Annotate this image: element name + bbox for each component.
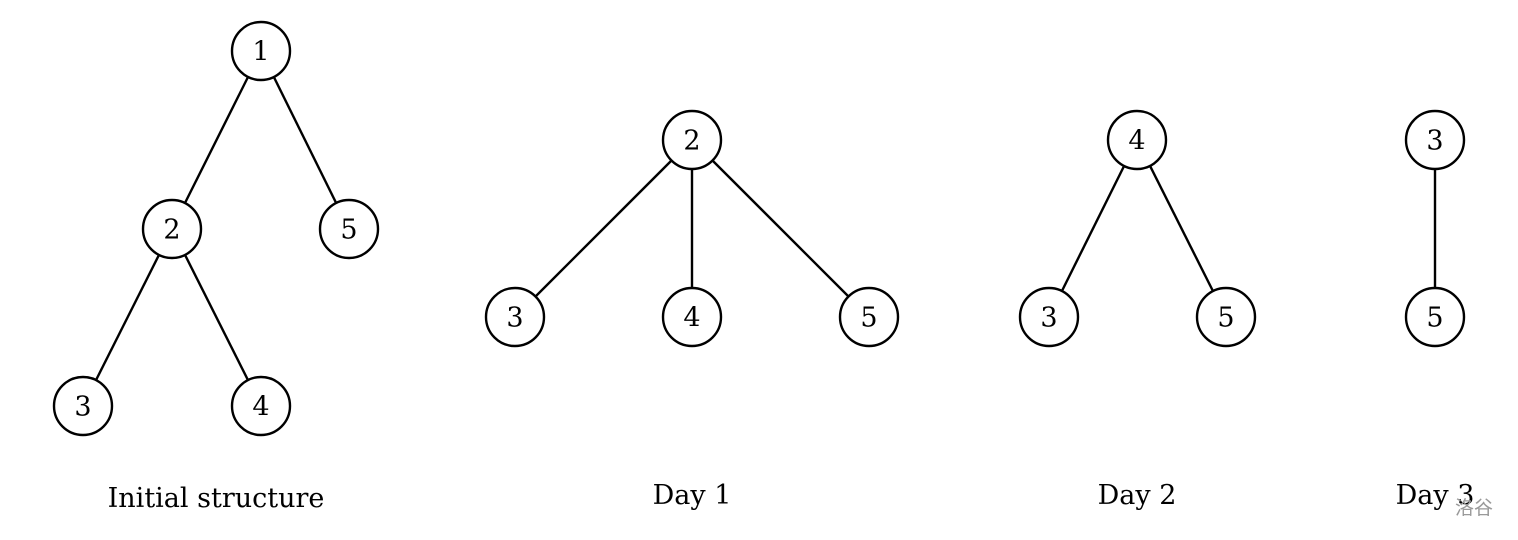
- svg-text:3: 3: [1426, 126, 1443, 157]
- svg-text:5: 5: [860, 303, 877, 334]
- svg-text:3: 3: [1040, 303, 1057, 334]
- svg-text:2: 2: [163, 215, 180, 246]
- node-3: 3: [52, 375, 114, 437]
- svg-text:1: 1: [252, 37, 269, 68]
- svg-text:3: 3: [74, 392, 91, 423]
- node-4: 4: [661, 286, 723, 348]
- caption-day-1: Day 1: [653, 480, 732, 511]
- node-3: 3: [1404, 109, 1466, 171]
- node-5: 5: [1195, 286, 1257, 348]
- node-4: 4: [230, 375, 292, 437]
- node-5: 5: [838, 286, 900, 348]
- edge-1-5: [259, 50, 351, 230]
- edge-2-5: [691, 139, 870, 318]
- node-2: 2: [141, 198, 203, 260]
- watermark: 洛谷: [1455, 497, 1493, 519]
- svg-text:5: 5: [340, 215, 357, 246]
- node-3: 3: [484, 286, 546, 348]
- svg-text:3: 3: [506, 303, 523, 334]
- svg-text:5: 5: [1217, 303, 1234, 334]
- node-5: 5: [318, 198, 380, 260]
- svg-text:5: 5: [1426, 303, 1443, 334]
- svg-text:4: 4: [683, 303, 700, 334]
- node-5: 5: [1404, 286, 1466, 348]
- node-1: 1: [230, 20, 292, 82]
- edge-4-3: [1047, 139, 1139, 318]
- svg-text:4: 4: [252, 392, 269, 423]
- caption-initial-structure: Initial structure: [108, 483, 325, 514]
- edge-4-5: [1135, 139, 1228, 318]
- caption-day-3: Day 3: [1396, 480, 1475, 511]
- caption-day-2: Day 2: [1098, 480, 1177, 511]
- edge-2-4: [170, 228, 263, 407]
- diagram-day-2: 4 3 5 Day 2: [1018, 109, 1257, 511]
- diagram-initial-structure: 1 2 5 3 4 Initial structure: [52, 20, 380, 514]
- svg-text:2: 2: [683, 126, 700, 157]
- edge-2-3: [81, 228, 174, 407]
- diagram-day-1: 2 3 4 5 Day 1: [484, 109, 900, 511]
- svg-text:4: 4: [1128, 126, 1145, 157]
- node-4: 4: [1106, 109, 1168, 171]
- node-3: 3: [1018, 286, 1080, 348]
- edge-1-2: [170, 50, 263, 230]
- edge-2-3: [514, 139, 693, 318]
- node-2: 2: [661, 109, 723, 171]
- diagram-day-3: 3 5 Day 3: [1396, 109, 1475, 511]
